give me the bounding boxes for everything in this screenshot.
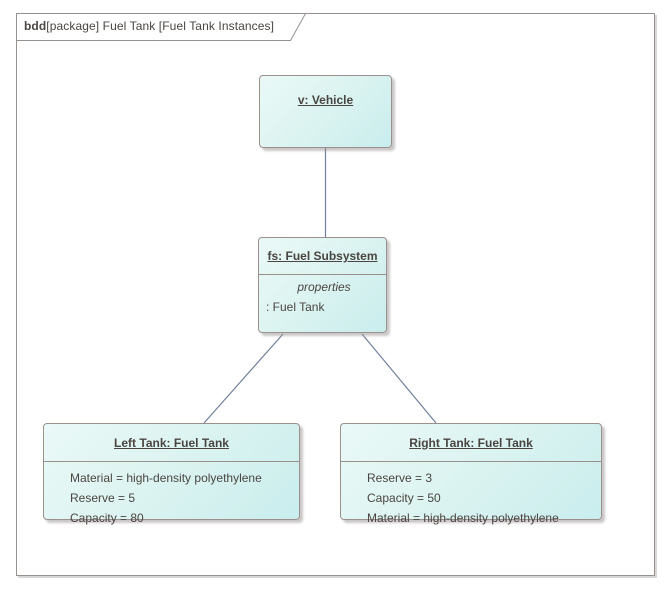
property-line: Material = high-density polyethylene [367,511,559,525]
property-line: : Fuel Tank [266,300,325,314]
node-vehicle[interactable]: v: Vehicle [259,75,392,148]
property-line: Capacity = 80 [70,511,144,525]
node-fuel-subsystem[interactable]: fs: Fuel Subsystem properties : Fuel Tan… [258,237,387,333]
node-fuel-subsystem-title: fs: Fuel Subsystem [267,249,378,263]
node-right-tank[interactable]: Right Tank: Fuel Tank Reserve = 3 Capaci… [340,423,602,525]
compartment-divider [259,274,386,275]
compartment-divider [341,461,601,462]
node-left-tank-title: Left Tank: Fuel Tank [114,435,229,450]
property-line: Capacity = 50 [367,491,441,505]
diagram-frame-title: bdd[package] Fuel Tank [Fuel Tank Instan… [24,19,274,33]
node-left-tank[interactable]: Left Tank: Fuel Tank Material = high-den… [43,423,300,525]
properties-compartment-label: properties [297,280,351,294]
node-right-tank-title: Right Tank: Fuel Tank [409,435,533,450]
property-line: Reserve = 5 [70,491,136,505]
property-line: Reserve = 3 [367,471,433,485]
frame-keyword: bdd [24,19,47,33]
property-line: Material = high-density polyethylene [70,471,262,485]
frame-title-text: [package] Fuel Tank [Fuel Tank Instances… [46,19,275,33]
node-vehicle-title: v: Vehicle [297,93,354,107]
compartment-divider [44,461,299,462]
